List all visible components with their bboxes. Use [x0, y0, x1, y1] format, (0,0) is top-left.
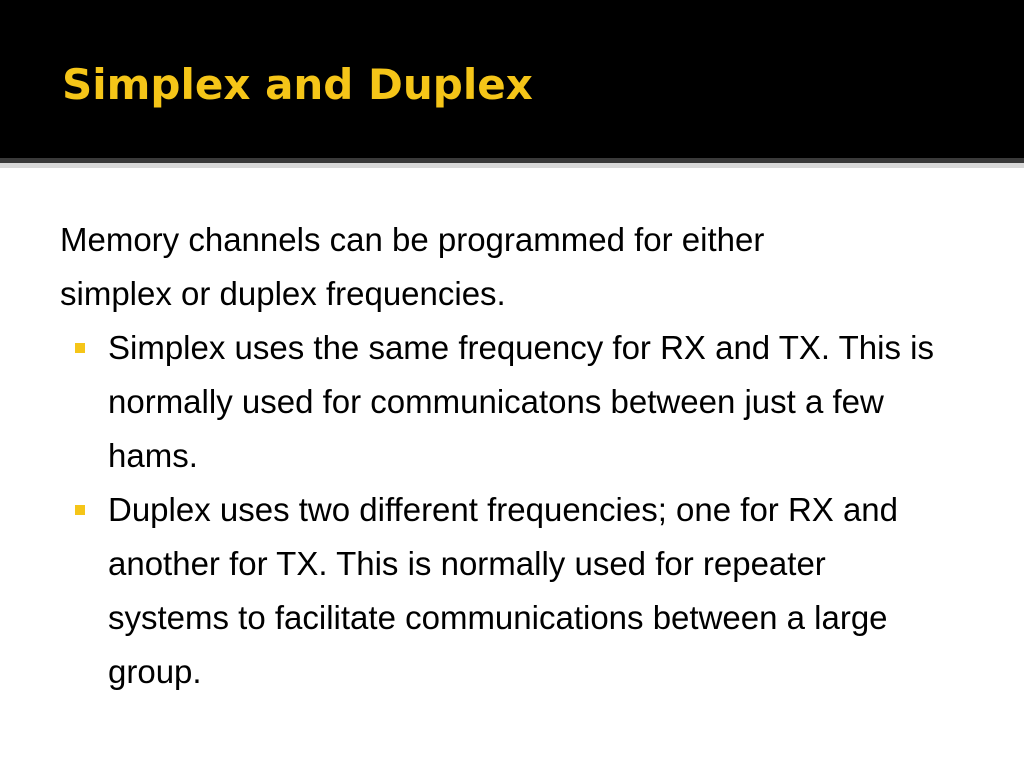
title-divider-dark	[0, 158, 1024, 163]
bullet-item-simplex: Simplex uses the same frequency for RX a…	[60, 321, 948, 483]
bullet-item-duplex: Duplex uses two different frequencies; o…	[60, 483, 948, 699]
bullet-text-duplex: Duplex uses two different frequencies; o…	[108, 491, 899, 690]
bullet-text-simplex: Simplex uses the same frequency for RX a…	[108, 329, 934, 474]
bullet-list: Simplex uses the same frequency for RX a…	[60, 321, 960, 699]
bullet-square-icon	[75, 505, 85, 515]
slide-body: Memory channels can be programmed for ei…	[60, 213, 960, 699]
bullet-square-icon	[75, 343, 85, 353]
slide-title: Simplex and Duplex	[62, 60, 533, 109]
title-divider-light	[0, 163, 1024, 168]
intro-text: Memory channels can be programmed for ei…	[60, 221, 765, 312]
title-bar: Simplex and Duplex	[0, 0, 1024, 158]
